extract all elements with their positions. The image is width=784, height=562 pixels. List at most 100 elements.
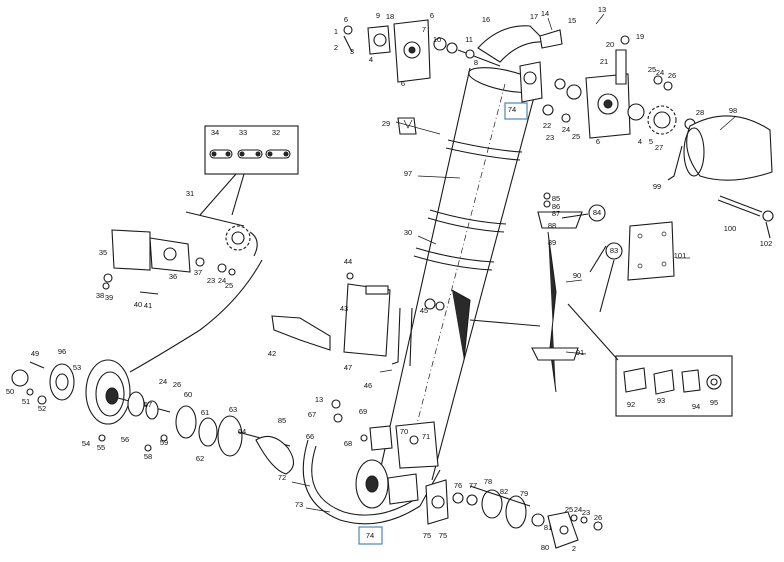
callout-label-84: 84 — [593, 208, 601, 217]
callout-circle-83 — [605, 242, 623, 260]
callout-label-56: 56 — [121, 435, 129, 444]
callout-label-39: 39 — [105, 293, 113, 302]
callout-label-76: 76 — [454, 481, 462, 490]
callout-label-68: 68 — [344, 439, 352, 448]
cover-98 — [686, 115, 773, 181]
callout-label-29: 29 — [382, 119, 390, 128]
callout-label-102: 102 — [760, 239, 773, 248]
callout-label-36: 36 — [169, 272, 177, 281]
callout-label-50: 50 — [6, 387, 14, 396]
callout-label-101: 101 — [674, 251, 687, 260]
callout-label-11: 11 — [465, 35, 473, 44]
callout-label-25: 25 — [572, 132, 580, 141]
callout-label-7: 7 — [422, 25, 426, 34]
callout-label-85: 85 — [278, 416, 286, 425]
callout-label-98: 98 — [729, 106, 737, 115]
hopper-16 — [477, 25, 548, 63]
callout-label-32: 32 — [272, 128, 280, 137]
callout-label-88: 88 — [548, 221, 556, 230]
callout-label-8: 8 — [474, 58, 478, 67]
chain-links-detail — [199, 125, 299, 216]
callout-label-25: 25 — [565, 505, 573, 514]
callout-label-78: 78 — [484, 477, 492, 486]
callout-circle-84 — [588, 204, 606, 222]
callout-label-25: 25 — [648, 65, 656, 74]
plate-101 — [627, 221, 675, 281]
callout-label-14: 14 — [541, 9, 549, 18]
callout-label-72: 72 — [278, 473, 286, 482]
callout-label-45: 45 — [420, 306, 428, 315]
callout-label-43: 43 — [340, 304, 348, 313]
callout-label-81: 81 — [544, 523, 552, 532]
callout-label-13: 13 — [598, 5, 606, 14]
callout-label-35: 35 — [99, 248, 107, 257]
callout-label-96: 96 — [58, 347, 66, 356]
callout-label-95: 95 — [710, 398, 718, 407]
callout-label-23: 23 — [546, 133, 554, 142]
callout-label-80: 80 — [541, 543, 549, 552]
plate-43 — [343, 283, 391, 357]
callout-box-74-top — [504, 102, 528, 120]
left-sprocket-assembly — [102, 211, 258, 295]
callout-label-51: 51 — [22, 397, 30, 406]
callout-label-21: 21 — [600, 57, 608, 66]
callout-label-77: 77 — [469, 481, 477, 490]
bracket-42 — [271, 315, 331, 351]
callout-label-24: 24 — [159, 377, 167, 386]
callout-label-22: 22 — [543, 121, 551, 130]
callout-label-41: 41 — [144, 301, 152, 310]
callout-label-49: 49 — [31, 349, 39, 358]
callout-label-2: 2 — [334, 43, 338, 52]
callout-label-64: 64 — [238, 427, 246, 436]
callout-label-58: 58 — [144, 452, 152, 461]
callout-label-33: 33 — [239, 128, 247, 137]
callout-label-61: 61 — [201, 408, 209, 417]
callout-label-19: 19 — [636, 32, 644, 41]
leader-lines — [291, 13, 737, 513]
callout-label-55: 55 — [97, 443, 105, 452]
callout-label-87: 87 — [552, 209, 560, 218]
callout-label-63: 63 — [229, 405, 237, 414]
callout-label-37: 37 — [194, 268, 202, 277]
callout-label-24: 24 — [218, 276, 226, 285]
callout-label-16: 16 — [482, 15, 490, 24]
callout-label-89: 89 — [548, 238, 556, 247]
callout-label-44: 44 — [344, 257, 352, 266]
callout-label-62: 62 — [196, 454, 204, 463]
boot-housing — [255, 399, 603, 549]
callout-label-30: 30 — [404, 228, 412, 237]
chain-attachment-detail — [567, 303, 733, 417]
callout-label-25: 25 — [225, 281, 233, 290]
callout-label-2: 2 — [572, 544, 576, 553]
callout-label-86: 86 — [552, 202, 560, 211]
callout-label-94: 94 — [692, 402, 700, 411]
callout-label-17: 17 — [530, 12, 538, 21]
callout-label-100: 100 — [724, 224, 737, 233]
elevator-chain — [451, 192, 589, 393]
callout-label-82: 82 — [500, 487, 508, 496]
callout-label-26: 26 — [668, 71, 676, 80]
callout-label-53: 53 — [73, 363, 81, 372]
callout-label-34: 34 — [211, 128, 219, 137]
callout-label-5: 5 — [649, 137, 653, 146]
callout-label-74: 74 — [366, 531, 374, 540]
callout-label-59: 59 — [160, 438, 168, 447]
callout-label-70: 70 — [400, 427, 408, 436]
callout-label-75: 75 — [439, 531, 447, 540]
callout-label-3: 3 — [350, 47, 354, 56]
shaft-100 — [719, 195, 763, 213]
callout-label-13: 13 — [315, 395, 323, 404]
callout-label-75: 75 — [423, 531, 431, 540]
callout-label-1: 1 — [334, 27, 338, 36]
drive-pulley-assembly — [11, 359, 291, 457]
top-right-bearing-assembly — [519, 35, 696, 139]
callout-label-73: 73 — [295, 500, 303, 509]
callout-label-31: 31 — [186, 189, 194, 198]
callout-label-99: 99 — [653, 182, 661, 191]
callout-label-27: 27 — [655, 143, 663, 152]
callout-label-18: 18 — [386, 12, 394, 21]
callout-label-90: 90 — [573, 271, 581, 280]
callout-label-57: 57 — [144, 400, 152, 409]
callout-label-24: 24 — [656, 68, 664, 77]
